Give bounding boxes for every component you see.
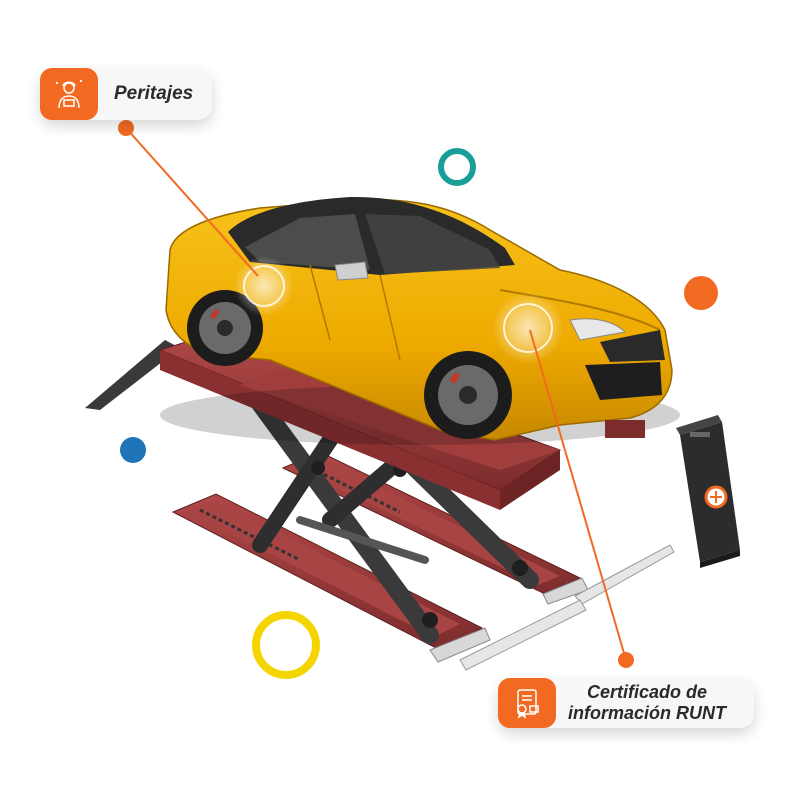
inspector-icon [40,68,98,120]
runt-label-line2: información RUNT [568,703,727,723]
inspection-highlight-door [234,256,294,316]
teal-ring-decoration [438,148,476,186]
runt-label: Certificado de información RUNT [556,682,726,724]
rear-wheel [187,290,263,366]
front-wheel [424,351,512,439]
certificate-icon [498,678,556,728]
orange-dot-decoration [684,276,718,310]
lift-platform [85,329,562,510]
sports-car [160,196,680,445]
inspection-highlight-headlight [492,292,564,364]
callout-runt-certificate: Certificado de información RUNT [498,678,754,728]
callout-peritajes: Peritajes [40,68,212,120]
blue-dot-decoration [120,437,146,463]
runt-connector-dot [618,652,634,668]
callout-connectors [118,120,634,668]
runt-label-line1: Certificado de [586,682,708,702]
yellow-ring-decoration [252,611,320,679]
control-column [676,415,740,568]
peritajes-connector-dot [118,120,134,136]
peritajes-label: Peritajes [114,83,194,104]
